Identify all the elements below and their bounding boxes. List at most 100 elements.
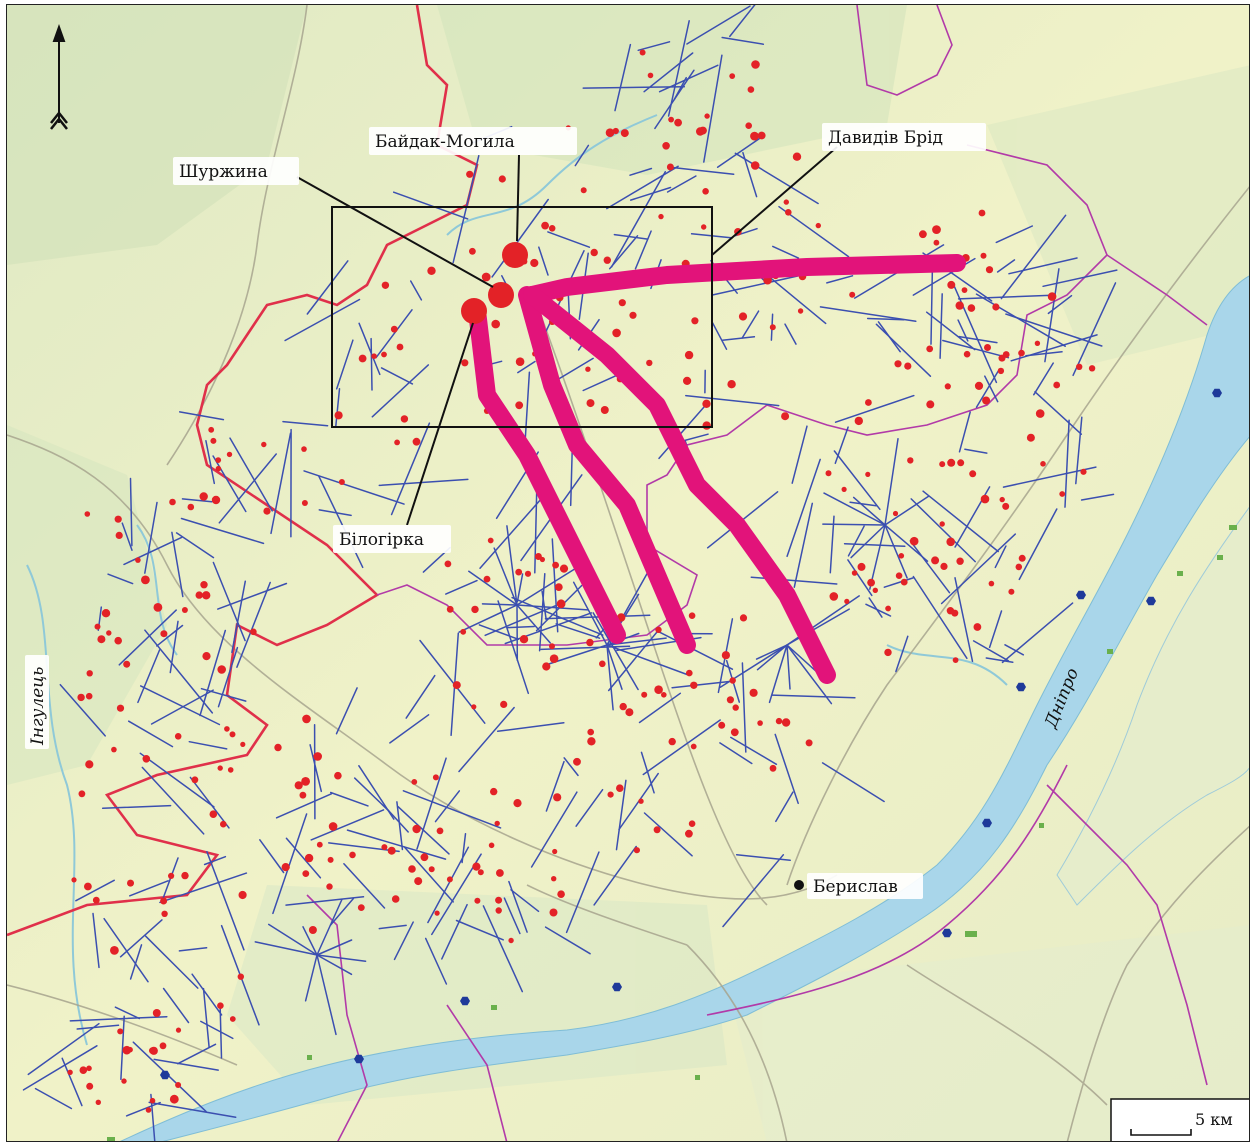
site-dot [952,657,959,663]
site-dot [1018,554,1026,562]
site-dot [603,256,611,264]
route-south-1 [468,302,626,644]
blue-line [582,85,686,89]
blue-line [910,498,976,563]
blue-line [786,644,791,690]
blue-line [335,339,354,390]
site-dot [554,583,563,591]
site-dot [414,877,423,886]
site-dot [181,871,189,880]
hexagon-marker-icon [612,982,622,992]
blue-line [380,367,414,385]
blue-line [484,604,557,637]
blue-line [1005,313,1103,347]
site-dot [428,866,435,873]
site-baidak[interactable] [502,242,528,268]
site-dot [515,357,525,367]
blue-line [92,912,100,969]
blue-line [148,1101,237,1118]
blue-line [884,524,929,562]
blue-line [551,538,559,633]
site-dot [191,776,199,784]
site-dot [559,564,569,573]
blue-line [710,320,728,350]
blue-line [572,581,608,646]
site-dot [495,896,503,904]
site-dot [77,693,85,702]
blue-line [329,791,369,807]
blue-line [1004,644,1025,656]
site-dot [515,401,524,410]
site-dot [585,366,591,372]
blue-line [445,579,478,595]
scale-label: 5 км [1195,1110,1233,1129]
blue-line [200,1020,234,1040]
blue-line [517,360,536,374]
site-dot [580,187,587,194]
hexagon-marker-icon [1076,590,1086,600]
site-dot [619,702,627,711]
site-dot [477,869,484,876]
blue-line [540,645,631,651]
site-dot [541,221,549,230]
site-dot [612,328,621,338]
site-dot [702,421,711,430]
blue-line [884,438,899,526]
blue-line [555,623,601,639]
blue-line [669,166,735,175]
blue-line [217,582,288,610]
site-dot [85,692,93,700]
site-dot [92,896,100,904]
blue-line [510,889,540,913]
blue-line [730,736,778,766]
blue-line [101,804,172,810]
blue-line [883,576,915,588]
blue-line [957,294,1057,300]
site-dot [999,496,1005,503]
blue-line [419,639,486,724]
site-dot [427,266,436,275]
blue-line [643,812,693,857]
site-dot [825,470,832,477]
hexagon-marker-icon [942,928,952,938]
main-routes [468,254,966,684]
site-bilohirka[interactable] [461,298,487,324]
site-dot [683,376,692,385]
site-dot [226,451,233,458]
blue-line [593,845,637,906]
blue-line [964,448,988,454]
blue-line [847,525,865,557]
blue-line [389,714,430,744]
site-dot [872,587,878,593]
site-dot [668,737,676,746]
site-shurzhyna[interactable] [488,282,514,308]
site-dot [281,863,290,872]
label-baidak: Байдак-Могила [369,127,577,155]
blue-line [139,752,215,808]
blue-line [671,680,733,689]
site-dot [229,1016,236,1022]
blue-line [272,813,308,915]
site-dot [349,851,356,859]
route-south-3 [523,286,836,684]
blue-line [309,744,323,793]
site-dot [97,635,106,644]
blue-line-network [22,5,1118,1141]
blue-line [1034,391,1083,435]
leader-lines [296,146,838,526]
blue-line [1064,419,1070,508]
blue-line [866,317,905,321]
site-dot [781,718,791,727]
site-dot [982,396,991,405]
blue-line [188,740,228,750]
blue-line [482,905,524,993]
site-dot [79,1066,88,1074]
blue-line [343,863,386,909]
blue-line [455,919,504,941]
site-dot [211,495,221,505]
site-dot [302,870,310,877]
site-dot [274,743,282,752]
blue-line [1047,294,1073,315]
blue-line [468,570,518,606]
site-dot [84,511,91,517]
